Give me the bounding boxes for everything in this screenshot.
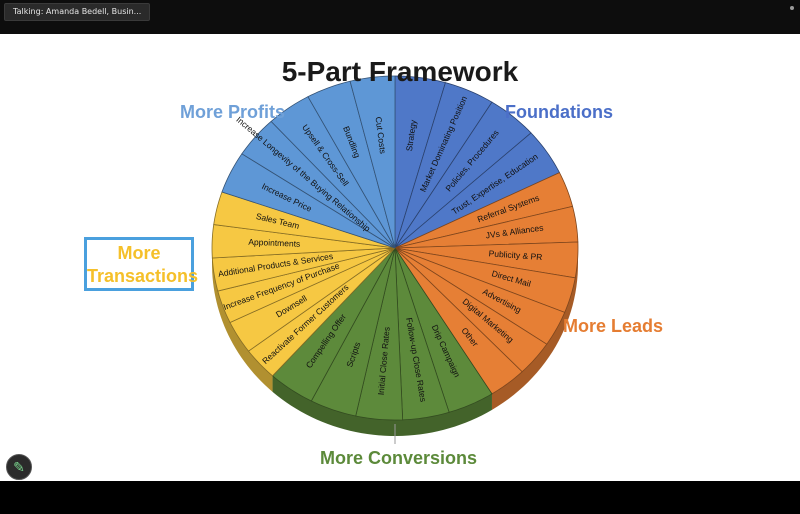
segment-more-leads-7 — [394, 247, 523, 395]
slide-title: 5-Part Framework — [281, 56, 519, 87]
segment-more-profits-5 — [349, 75, 396, 249]
category-more-transactions-line1: More — [117, 243, 161, 263]
segment-more-transactions-2 — [229, 247, 396, 352]
category-more-profits: More Profits — [180, 102, 286, 122]
pen-icon: ✎ — [13, 459, 25, 475]
category-more-leads: More Leads — [563, 316, 664, 336]
category-more-transactions-line2: Transactions — [87, 266, 199, 286]
segment-more-profits-3 — [270, 96, 396, 249]
rim-more-conversions — [272, 375, 492, 436]
segment-label: Strategy — [404, 118, 418, 151]
segment-more-transactions-5 — [211, 224, 396, 259]
segment-more-leads-1 — [394, 172, 574, 249]
segment-more-leads-2 — [394, 205, 579, 249]
segment-more-leads-6 — [394, 247, 548, 373]
segment-more-profits-2 — [241, 120, 396, 249]
segment-more-conversions-3 — [355, 247, 404, 421]
bottom-bar — [0, 481, 800, 514]
segment-foundations-3 — [394, 101, 532, 249]
segment-more-conversions-5 — [271, 247, 396, 402]
segment-more-leads-4 — [394, 247, 576, 313]
segment-more-conversions-2 — [394, 247, 450, 421]
segment-label: Appointments — [248, 237, 300, 249]
segment-more-transactions-6 — [213, 191, 396, 249]
segment-more-profits-4 — [307, 80, 396, 249]
segment-more-profits-1 — [221, 153, 396, 249]
segment-foundations-4 — [394, 132, 561, 249]
segment-foundations-1 — [394, 75, 446, 249]
annotate-pen-button[interactable]: ✎ — [6, 454, 32, 480]
talking-indicator: Talking: Amanda Bedell, Busin... — [4, 3, 151, 21]
segment-more-leads-3 — [394, 241, 579, 279]
segment-foundations-2 — [394, 82, 493, 249]
segment-label: Cut Costs — [374, 116, 389, 154]
top-bar: Talking: Amanda Bedell, Busin... — [0, 0, 800, 34]
wheel-slices — [211, 75, 579, 421]
segment-more-transactions-1 — [247, 247, 396, 377]
segment-label: Publicity & PR — [488, 248, 542, 262]
segment-more-conversions-4 — [310, 247, 396, 417]
category-more-conversions: More Conversions — [320, 448, 478, 468]
category-foundations: Foundations — [505, 102, 613, 122]
status-dot-icon — [790, 6, 794, 10]
segment-more-transactions-3 — [217, 247, 396, 324]
category-more-transactions: More Transactions — [84, 237, 199, 291]
segment-more-conversions-1 — [394, 247, 493, 413]
segment-more-leads-5 — [394, 247, 566, 345]
segment-more-transactions-4 — [211, 247, 396, 292]
